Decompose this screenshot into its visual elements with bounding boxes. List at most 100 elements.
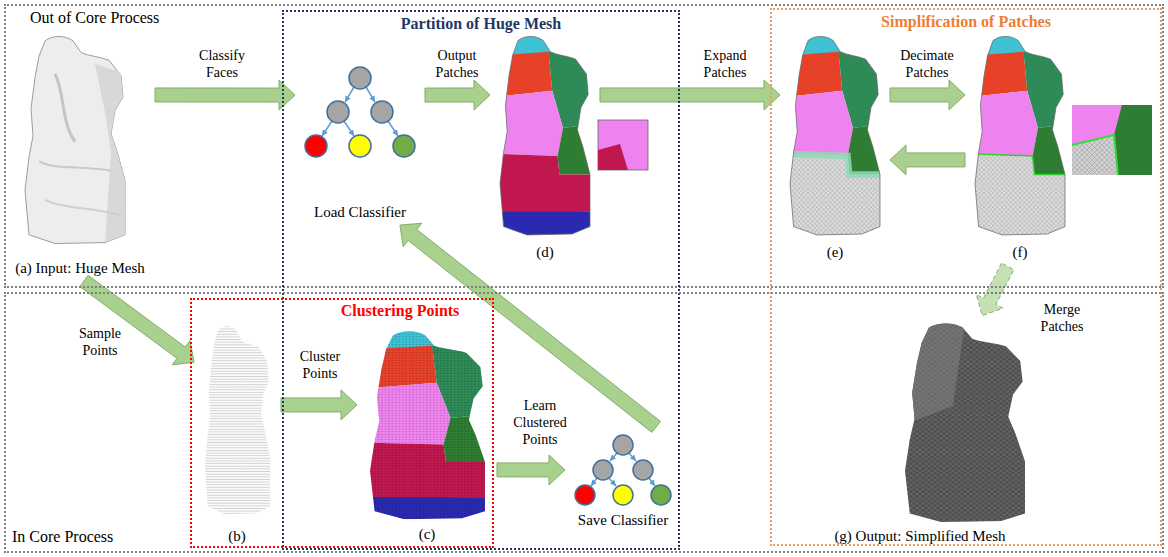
decimated-mesh bbox=[975, 35, 1065, 240]
region-title: Simplification of Patches bbox=[881, 12, 1051, 32]
tree-branch bbox=[388, 121, 398, 136]
mesh-panel: (d) bbox=[495, 30, 595, 262]
mesh-outline bbox=[500, 36, 590, 235]
tree-leaf bbox=[305, 135, 327, 157]
inset-mesh bbox=[1072, 135, 1118, 175]
mesh-panel: (b) bbox=[198, 320, 276, 546]
tree-branch bbox=[610, 453, 617, 461]
stage-region: Simplification of Patches(e) (f) (g) Outpu… bbox=[770, 8, 1162, 546]
tree-branch bbox=[591, 478, 597, 486]
block-arrow bbox=[976, 263, 1014, 315]
block-arrow bbox=[425, 80, 490, 110]
patch-inset bbox=[1072, 105, 1152, 175]
expanded-mesh bbox=[790, 35, 880, 240]
block-arrow bbox=[281, 390, 357, 420]
arrow-label: Expand Patches bbox=[694, 47, 756, 81]
mesh-outline bbox=[790, 36, 880, 235]
tree-node bbox=[633, 460, 653, 480]
arrow-label-holder: Classify Faces bbox=[187, 47, 257, 81]
inset-patch bbox=[598, 144, 628, 170]
tree-node bbox=[593, 460, 613, 480]
mesh-fold bbox=[45, 200, 121, 216]
block-arrow bbox=[890, 80, 965, 110]
simplified-mesh bbox=[905, 322, 1025, 522]
inset-patch bbox=[598, 120, 648, 170]
clustered-points bbox=[370, 330, 485, 524]
classifier-label: Load Classifier bbox=[314, 203, 406, 222]
arrow-label: Sample Points bbox=[70, 325, 130, 359]
mesh-panel: (g) Output: Simplified Mesh bbox=[800, 320, 1040, 546]
tree-node bbox=[613, 435, 633, 455]
mesh-detail bbox=[905, 322, 1025, 522]
region-title: In Core Process bbox=[12, 527, 113, 547]
point-samples bbox=[205, 326, 270, 514]
stage-region: Partition of Huge MeshLoad Classifier (d) bbox=[282, 10, 680, 550]
mesh-fold bbox=[55, 74, 75, 142]
tree-branch bbox=[322, 121, 332, 136]
point-overlay bbox=[370, 330, 485, 519]
region-title: Partition of Huge Mesh bbox=[401, 14, 561, 34]
input-mesh bbox=[25, 36, 125, 243]
arrow-label: Cluster Points bbox=[290, 348, 350, 382]
arrow-label-holder: Cluster Points bbox=[290, 348, 350, 382]
arrow-label-holder: Merge Patches bbox=[1032, 301, 1092, 335]
tree-leaf bbox=[575, 485, 595, 505]
mesh-panel: (a) Input: Huge Mesh bbox=[10, 30, 150, 278]
tree-branch bbox=[344, 121, 354, 136]
arrow-label: Learn Clustered Points bbox=[505, 397, 575, 448]
figure-caption: (d) bbox=[536, 243, 554, 262]
classifier-node: Save Classifier bbox=[570, 430, 676, 530]
classifier-tree bbox=[575, 435, 671, 505]
arrow-label: Decimate Patches bbox=[896, 47, 958, 81]
figure-caption: (a) Input: Huge Mesh bbox=[15, 259, 145, 278]
process-region: Out of Core Process (a) Input: Huge Mesh bbox=[4, 4, 1164, 288]
tree-node bbox=[371, 101, 393, 123]
inset-patch bbox=[1072, 135, 1118, 175]
inset-patch bbox=[1072, 105, 1152, 175]
arrow-label: Classify Faces bbox=[187, 47, 257, 81]
patch-inset bbox=[598, 120, 648, 170]
mesh-panel: (e) bbox=[785, 30, 885, 262]
patch-colors bbox=[975, 35, 1065, 240]
tree-leaf bbox=[613, 485, 633, 505]
tree-node bbox=[349, 67, 371, 89]
partitioned-mesh bbox=[500, 35, 590, 240]
figure-caption: (f) bbox=[1013, 243, 1028, 262]
expansion-band bbox=[790, 154, 880, 174]
mesh-patch bbox=[790, 154, 880, 240]
figure-caption: (b) bbox=[228, 527, 246, 546]
arrow-label: Merge Patches bbox=[1032, 301, 1092, 335]
classifier-label: Save Classifier bbox=[578, 511, 668, 530]
block-arrow bbox=[497, 455, 565, 485]
mesh-shading bbox=[39, 64, 125, 243]
arrow-label-holder: Output Patches bbox=[427, 47, 487, 81]
classifier-node: Load Classifier bbox=[300, 55, 420, 222]
block-arrow bbox=[890, 145, 965, 175]
mesh-shade bbox=[95, 64, 125, 243]
block-arrow bbox=[155, 80, 295, 110]
tree-leaf bbox=[651, 485, 671, 505]
block-arrow bbox=[600, 80, 780, 110]
arrow-label: Output Patches bbox=[427, 47, 487, 81]
mesh-patch bbox=[500, 35, 590, 175]
tree-branch bbox=[629, 453, 636, 461]
tree-branch bbox=[366, 87, 375, 102]
figure-caption: (c) bbox=[419, 525, 436, 544]
tree-node bbox=[327, 101, 349, 123]
tree-branch bbox=[609, 478, 616, 486]
tree-branch bbox=[345, 87, 354, 102]
patch-colors bbox=[790, 35, 880, 240]
mesh-patch bbox=[975, 154, 1065, 240]
mesh-panel: (c) bbox=[362, 326, 492, 544]
arrow-label-holder: Learn Clustered Points bbox=[505, 397, 575, 448]
stage-region: Clustering Points(b)(c) bbox=[190, 298, 494, 548]
mesh-panel: (f) bbox=[970, 30, 1070, 262]
region-title: Out of Core Process bbox=[30, 8, 159, 28]
cluster-colors bbox=[370, 330, 485, 524]
process-region: In Core ProcessClustering Points(b)(c)Sa… bbox=[4, 292, 1164, 553]
tree-leaf bbox=[349, 135, 371, 157]
